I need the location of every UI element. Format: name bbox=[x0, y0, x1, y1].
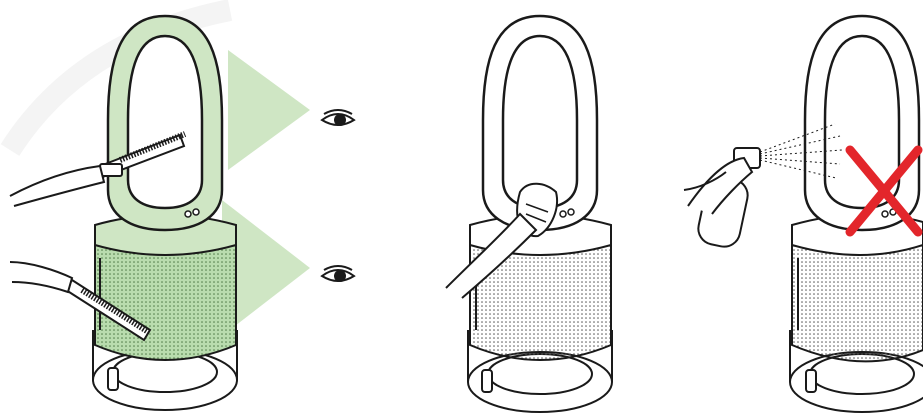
spray-mist bbox=[759, 123, 843, 179]
filter-body-highlight bbox=[94, 238, 237, 361]
eye-icon bbox=[320, 265, 356, 282]
brush-icon bbox=[9, 261, 152, 342]
lower-view-beam bbox=[222, 200, 310, 336]
spray-can-icon bbox=[683, 147, 761, 248]
brush-icon bbox=[9, 131, 187, 207]
eye-icon bbox=[320, 109, 356, 126]
cloth-icon bbox=[445, 182, 558, 299]
upper-view-beam bbox=[228, 50, 310, 170]
panel-brush-clean bbox=[9, 14, 356, 411]
cross-mark-icon bbox=[845, 145, 923, 237]
watermark bbox=[0, 0, 233, 156]
panel-no-spray bbox=[683, 14, 923, 413]
panel-wipe-clean bbox=[445, 14, 613, 413]
